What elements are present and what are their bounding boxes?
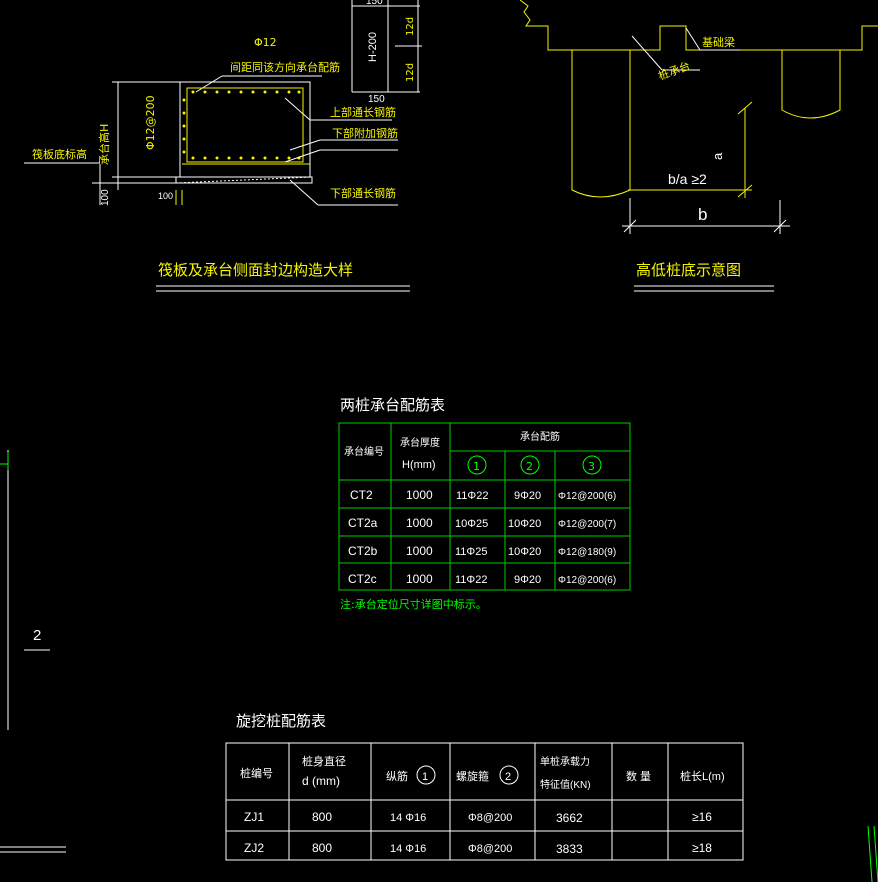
label-top-bar: 上部通长钢筋: [330, 105, 396, 119]
table1-note: 注:承台定位尺寸详图中标示。: [340, 597, 487, 611]
t2-header-qty: 数 量: [626, 770, 651, 783]
t2-header-len: 桩长L(m): [680, 769, 725, 783]
spacing-note: 间距同该方向承台配筋: [230, 60, 340, 74]
t2-header-id: 桩编号: [240, 766, 273, 780]
t2-cell-len: ≥16: [692, 810, 712, 824]
t1-cell-r2: 10Φ20: [508, 546, 541, 558]
t1-cell-h: 1000: [406, 544, 433, 558]
t2-cell-cap: 3833: [556, 842, 583, 856]
t1-cell-r3: Φ12@200(7): [558, 519, 616, 530]
label-bottom-bar: 下部通长钢筋: [330, 186, 396, 200]
t2-cell-d: 800: [312, 810, 332, 824]
t1-cell-r3: Φ12@180(9): [558, 547, 616, 558]
t2-cell-cap: 3662: [556, 811, 583, 825]
ratio-label: b/a ≥2: [668, 171, 707, 187]
t1-cell-id: CT2a: [348, 516, 378, 530]
height-label: 承台高H: [97, 124, 111, 165]
t2-header-dia-unit: d (mm): [302, 774, 340, 788]
table1-title: 两桩承台配筋表: [340, 397, 445, 414]
bar-top-label: Φ12: [254, 36, 277, 49]
table2-title: 旋挖桩配筋表: [236, 713, 326, 730]
t1-col-2: 2: [526, 460, 533, 473]
t2-cell-d: 800: [312, 841, 332, 855]
t2-cell-id: ZJ1: [244, 810, 264, 824]
left-edge-fragment: 2: [0, 450, 878, 882]
t1-cell-r1: 11Φ25: [455, 546, 487, 558]
table-row: ZJ2 800 14 Φ16 Φ8@200 3833 ≥18: [244, 841, 712, 856]
two-pile-cap-table: 两桩承台配筋表 承台编号 承台厚度 H(mm) 承台配筋 1 2 3 CT2 1…: [338, 397, 631, 611]
t1-header-thick-unit: H(mm): [402, 459, 436, 471]
rebar-dots-side: [182, 98, 186, 154]
table-row: CT2a 1000 10Φ25 10Φ20 Φ12@200(7): [348, 516, 616, 530]
dim-150-mid: 150: [368, 94, 385, 105]
t2-cell-id: ZJ2: [244, 841, 264, 855]
detail1-title: 筏板及承台侧面封边构造大样: [158, 261, 353, 279]
t1-cell-r1: 10Φ25: [455, 518, 488, 530]
t1-cell-r2: 9Φ20: [514, 574, 541, 586]
t1-cell-h: 1000: [406, 516, 433, 530]
raft-edge-detail: 150 H-200 12d 12d 150 Φ12 间距同该方向承台配筋: [24, 0, 422, 292]
t1-cell-id: CT2b: [348, 544, 378, 558]
dim-100-bottom: 100: [158, 191, 173, 201]
pile-level-detail: 基础梁 桩承台 a b/a ≥2 b 高低桩底示意图: [519, 0, 878, 292]
t1-header-thick: 承台厚度: [400, 436, 440, 449]
t1-col-1: 1: [473, 460, 480, 473]
t2-header-spiral: 螺旋箍: [456, 769, 489, 783]
table-row: CT2c 1000 11Φ22 9Φ20 Φ12@200(6): [348, 572, 616, 586]
t1-cell-r1: 11Φ22: [455, 574, 487, 586]
table-row: CT2 1000 11Φ22 9Φ20 Φ12@200(6): [350, 488, 616, 502]
label-cap: 桩承台: [656, 58, 692, 82]
t2-header-dia: 桩身直径: [302, 754, 346, 768]
t1-header-rebar: 承台配筋: [520, 430, 560, 443]
dim-100-left: 100: [100, 189, 111, 206]
t2-header-cap-unit: 特征值(KN): [540, 778, 591, 791]
rebar-dots-bottom: [191, 156, 301, 160]
t1-header-id: 承台编号: [344, 445, 384, 458]
rebar-dots-top: [191, 90, 301, 94]
t2-cell-spiral: Φ8@200: [468, 812, 512, 824]
dim-12d-a: 12d: [405, 17, 416, 36]
t2-header-long: 纵筋: [386, 769, 408, 783]
side-bar-label: Φ12@200: [144, 95, 157, 150]
t1-col-3: 3: [588, 460, 595, 473]
t1-cell-r2: 10Φ20: [508, 518, 541, 530]
t1-cell-id: CT2c: [348, 572, 377, 586]
t2-header-long-num: 1: [422, 771, 428, 783]
table-row: ZJ1 800 14 Φ16 Φ8@200 3662 ≥16: [244, 810, 712, 825]
label-bottom-add: 下部附加钢筋: [332, 126, 398, 140]
dim-150-top: 150: [366, 0, 383, 7]
t2-header-cap: 单桩承载力: [540, 755, 590, 768]
raft-elevation-label: 筏板底标高: [32, 147, 87, 161]
dim-b: b: [698, 205, 707, 224]
t2-cell-long: 14 Φ16: [390, 812, 426, 824]
t2-header-spiral-num: 2: [505, 771, 511, 783]
dim-a: a: [710, 152, 725, 160]
t1-cell-r3: Φ12@200(6): [558, 491, 616, 502]
t1-cell-id: CT2: [350, 488, 373, 502]
left-number: 2: [33, 627, 41, 644]
t1-cell-r1: 11Φ22: [456, 490, 488, 502]
t2-cell-long: 14 Φ16: [390, 843, 426, 855]
t1-cell-r3: Φ12@200(6): [558, 575, 616, 586]
dim-h200: H-200: [367, 32, 379, 62]
t2-cell-spiral: Φ8@200: [468, 843, 512, 855]
table-row: CT2b 1000 11Φ25 10Φ20 Φ12@180(9): [348, 544, 616, 558]
t2-cell-len: ≥18: [692, 841, 712, 855]
dim-12d-b: 12d: [405, 63, 416, 82]
t1-cell-h: 1000: [406, 572, 433, 586]
t1-cell-r2: 9Φ20: [514, 490, 541, 502]
detail2-title: 高低桩底示意图: [636, 261, 741, 279]
t1-cell-h: 1000: [406, 488, 433, 502]
rotary-pile-table: 旋挖桩配筋表 桩编号 桩身直径 d (mm) 纵筋 1 螺旋箍 2 单桩承载力 …: [225, 713, 744, 861]
label-beam: 基础梁: [702, 35, 735, 49]
